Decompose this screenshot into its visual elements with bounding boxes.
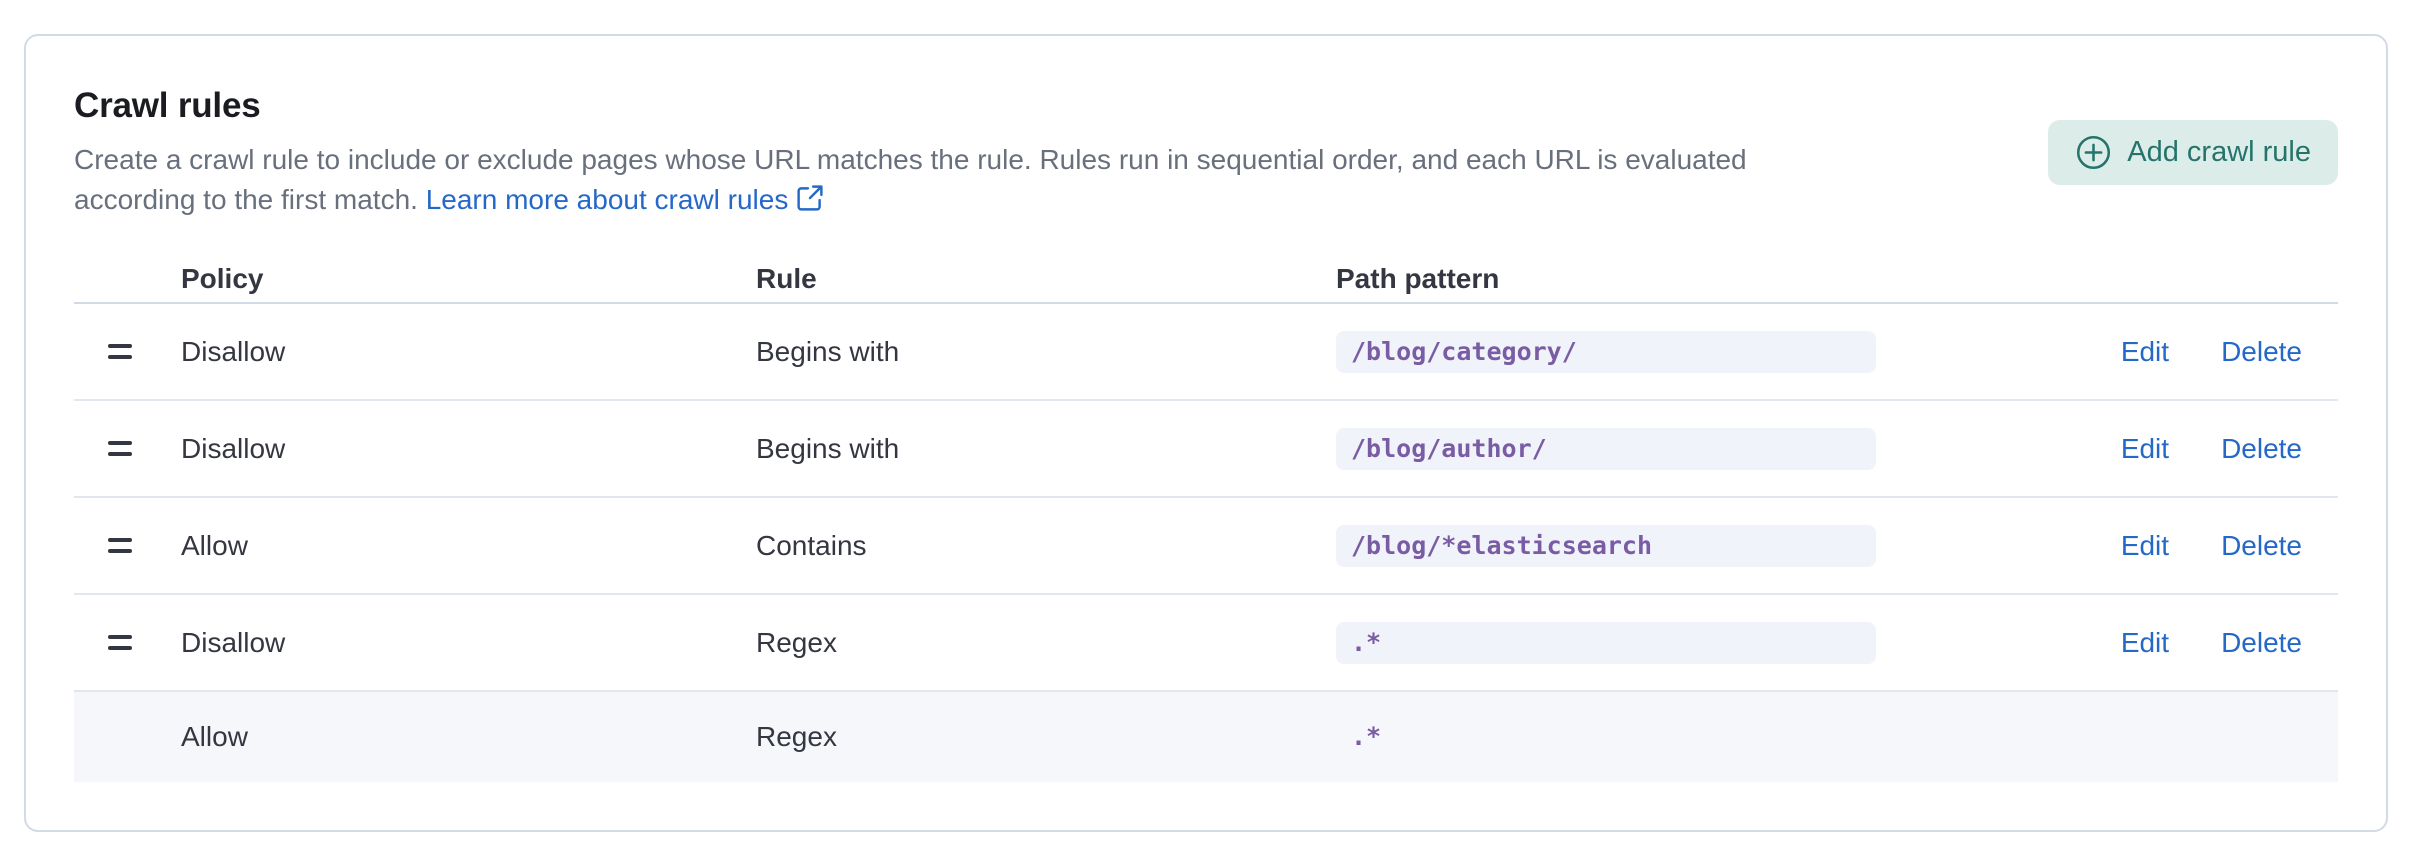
panel-description: Create a crawl rule to include or exclud… (74, 140, 1834, 220)
drag-handle-icon[interactable] (104, 631, 136, 654)
rule-cell: Regex (756, 721, 837, 752)
path-pattern-code: /blog/*elasticsearch (1336, 524, 1876, 567)
column-header-rule: Rule (756, 263, 817, 294)
path-pattern-code: /blog/category/ (1336, 330, 1876, 373)
table-row: Disallow Begins with /blog/category/ Edi… (74, 304, 2338, 401)
rule-cell: Begins with (756, 432, 900, 464)
drag-handle-icon[interactable] (104, 437, 136, 460)
column-header-path-pattern: Path pattern (1336, 263, 1500, 294)
edit-link[interactable]: Edit (2120, 335, 2170, 367)
policy-cell: Allow (181, 529, 248, 561)
table-row: Disallow Begins with /blog/author/ Edit … (74, 401, 2338, 498)
table-row: Allow Contains /blog/*elasticsearch Edit… (74, 498, 2338, 595)
path-pattern-code: /blog/author/ (1336, 427, 1876, 470)
description-text: Create a crawl rule to include or exclud… (74, 144, 1747, 215)
panel-header: Crawl rules Create a crawl rule to inclu… (74, 84, 2338, 220)
learn-more-label: Learn more about crawl rules (425, 184, 789, 215)
edit-link[interactable]: Edit (2120, 432, 2170, 464)
page-title: Crawl rules (74, 86, 261, 125)
delete-link[interactable]: Delete (2221, 432, 2302, 464)
policy-cell: Disallow (181, 432, 286, 464)
add-crawl-rule-button[interactable]: Add crawl rule (2048, 119, 2338, 185)
drag-handle-icon[interactable] (104, 340, 136, 363)
crawl-rules-table: Policy Rule Path pattern Disallow Begins… (74, 256, 2338, 782)
delete-link[interactable]: Delete (2221, 626, 2302, 658)
rule-cell: Contains (756, 529, 867, 561)
policy-cell: Disallow (181, 626, 286, 658)
external-link-icon (797, 185, 823, 211)
add-crawl-rule-label: Add crawl rule (2127, 135, 2311, 168)
edit-link[interactable]: Edit (2120, 626, 2170, 658)
delete-link[interactable]: Delete (2221, 529, 2302, 561)
path-pattern-code: .* (1336, 621, 1876, 664)
policy-cell: Allow (181, 721, 248, 752)
rule-cell: Regex (756, 626, 837, 658)
path-pattern-code: .* (1351, 722, 1382, 751)
plus-circle-icon (2077, 135, 2111, 169)
panel-heading: Crawl rules Create a crawl rule to inclu… (74, 84, 1834, 220)
table-header-row: Policy Rule Path pattern (74, 256, 2338, 304)
table-row: Disallow Regex .* Edit Delete (74, 595, 2338, 692)
edit-link[interactable]: Edit (2120, 529, 2170, 561)
column-header-policy: Policy (181, 263, 264, 294)
policy-cell: Disallow (181, 335, 286, 367)
drag-handle-icon[interactable] (104, 534, 136, 557)
learn-more-link[interactable]: Learn more about crawl rules (426, 184, 825, 215)
delete-link[interactable]: Delete (2221, 335, 2302, 367)
crawl-rules-panel: Crawl rules Create a crawl rule to inclu… (24, 34, 2388, 832)
rule-cell: Begins with (756, 335, 900, 367)
table-row-default-rule: Allow Regex .* (74, 692, 2338, 782)
